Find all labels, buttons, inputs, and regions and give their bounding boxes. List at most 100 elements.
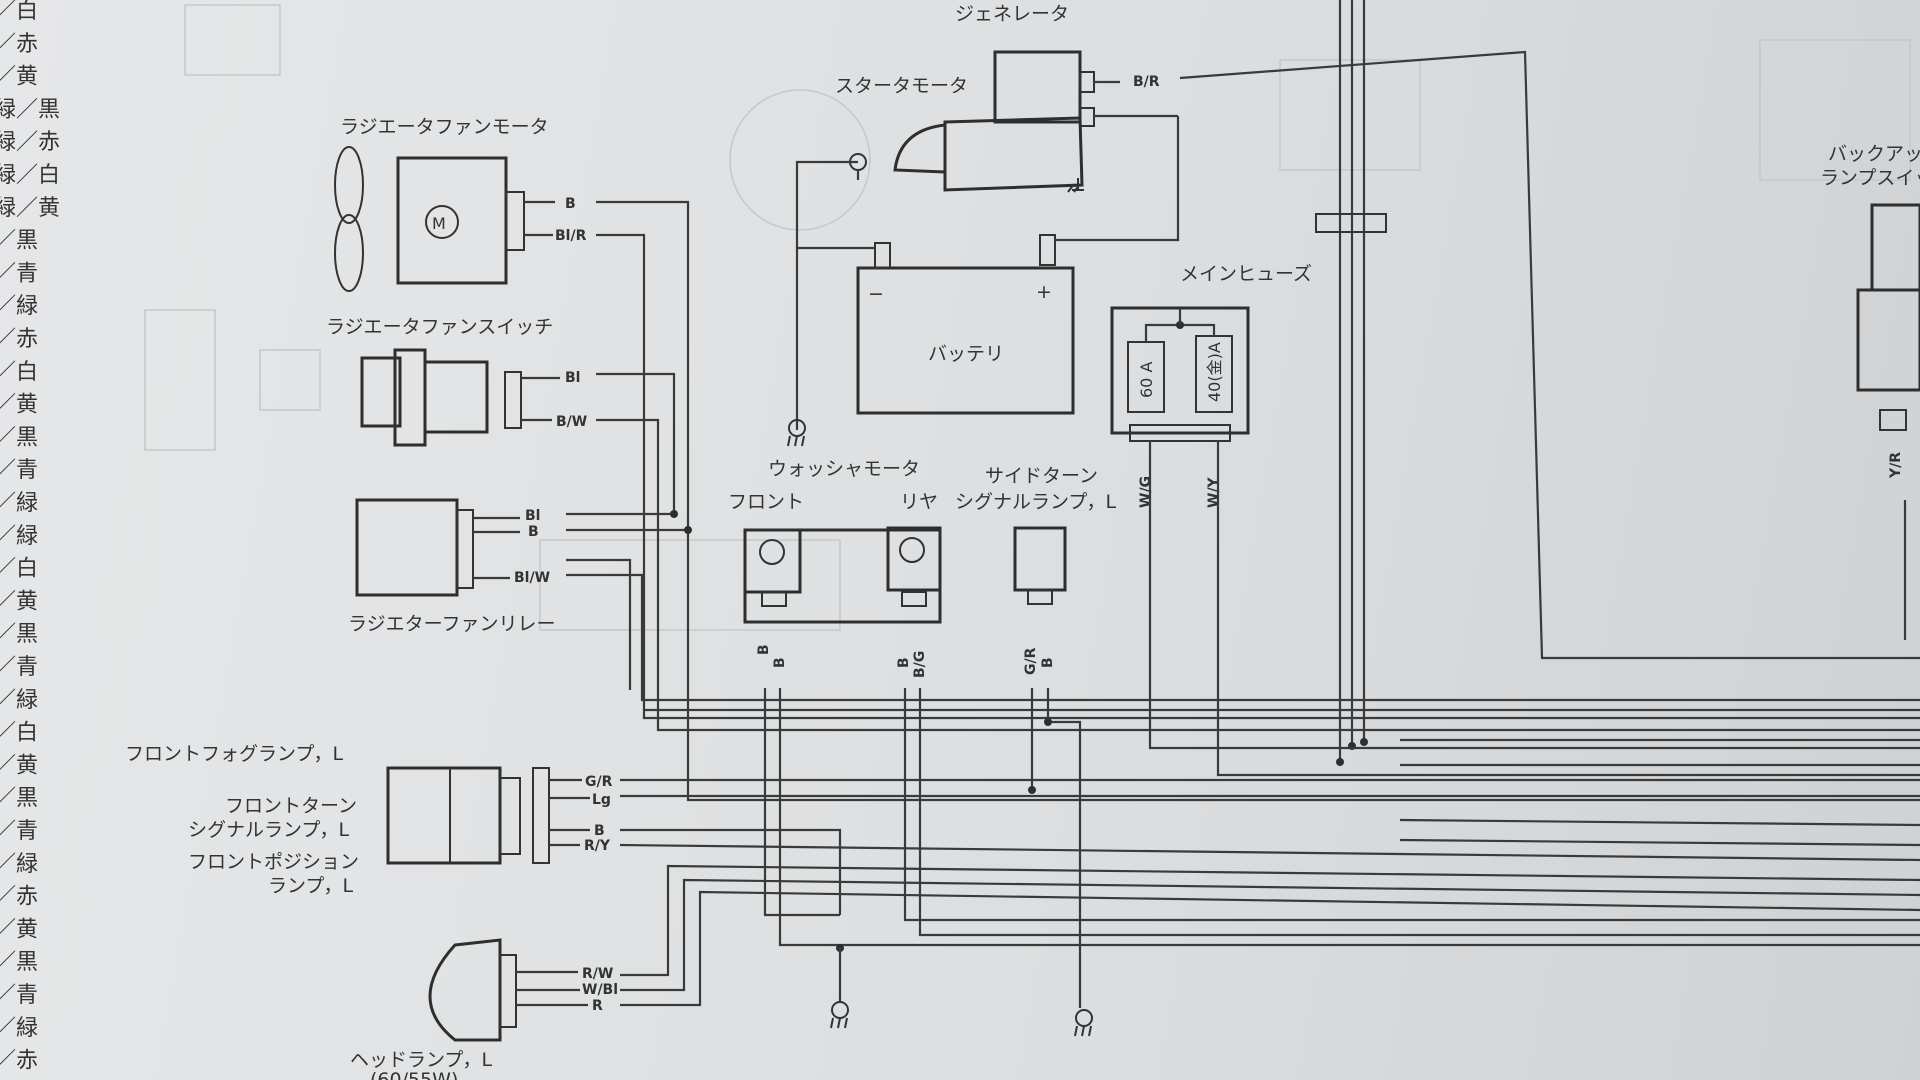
radiator-fan-motor-label: ラジエータファンモータ (340, 116, 549, 138)
radiator-fan-switch-label: ラジエータファンスイッチ (326, 316, 553, 338)
radiator-fan-relay: ラジエターファンリレー Bl B Bl/W (348, 498, 1920, 702)
fan-motor-blr-label: Bl/R (555, 228, 587, 244)
main-harness (1179, 0, 1920, 766)
legend-entry: ／青 (0, 261, 38, 286)
legend-entry: ／黒 (0, 786, 38, 811)
washer-motors: ウォッシャモータ フロント リヤ B B B B/G (728, 458, 1920, 1029)
legend-entry: ／緑 (0, 852, 38, 877)
legend-entry: 緑／黒 (0, 97, 60, 122)
fog-gr-label: G/R (585, 774, 613, 790)
main-fuse: 60 A 40(金)A メインヒューズ W/G W/Y (1110, 263, 1312, 508)
legend-entry: ／緑 (0, 1016, 38, 1041)
radiator-fan-motor: M ラジエータファンモータ B Bl/R (334, 116, 1920, 802)
fan-motor-b-label: B (565, 196, 576, 212)
fog-b-label: B (594, 823, 605, 839)
legend-entry: ／黄 (0, 753, 38, 778)
backup-switch-label-1: バックアッ (1828, 143, 1920, 165)
front-combination-lamp: フロントフォグランプ，L フロントターン シグナルランプ，L フロントポジション… (125, 743, 1920, 915)
generator: ジェネレータ B/R (955, 3, 1178, 127)
relay-b-label: B (528, 524, 539, 540)
relay-blw-label: Bl/W (514, 570, 550, 586)
legend-entry: 緑／赤 (0, 130, 60, 155)
legend-entry: ／黄 (0, 917, 38, 942)
front-turn-label-1: フロントターン (225, 795, 357, 817)
legend-entry: ／緑 (0, 524, 38, 549)
headlamp-label: ヘッドランプ，L (350, 1049, 492, 1071)
radiator-fan-switch: ラジエータファンスイッチ Bl B/W (326, 316, 1920, 732)
side-turn-wire-gr: G/R (1023, 647, 1039, 675)
legend-entry: ／青 (0, 458, 38, 483)
headlamp: ヘッドランプ，L (60/55W) R/W W/Bl R (350, 864, 1920, 1080)
backup-lamp-switch: バックアッ ランプスイッ Y/R (1820, 143, 1920, 640)
legend-entry: ／黒 (0, 229, 38, 254)
legend-entry: ／黒 (0, 622, 38, 647)
legend-entry: ／白 (0, 557, 38, 582)
generator-label: ジェネレータ (955, 3, 1069, 25)
fog-ry-label: R/Y (584, 838, 611, 854)
headlamp-sub-label: (60/55W) (370, 1069, 458, 1080)
legend-entry: ／黄 (0, 393, 38, 418)
legend-entry: ／白 (0, 721, 38, 746)
front-turn-label-2: シグナルランプ，L (188, 819, 349, 841)
radiator-fan-relay-label: ラジエターファンリレー (348, 613, 555, 635)
head-r-label: R (592, 998, 603, 1014)
washer-rear-wire-1: B (896, 657, 912, 668)
battery-label: バッテリ (928, 343, 1004, 365)
starter-motor-label: スタータモータ (835, 75, 968, 97)
starter-motor: スタータモータ (835, 75, 1084, 193)
front-fog-label: フロントフォグランプ，L (125, 743, 343, 765)
legend-entry: ／緑 (0, 688, 38, 713)
front-pos-label-1: フロントポジション (188, 851, 359, 873)
harness-lines-right (644, 708, 1920, 847)
washer-rear-wire-2: B/G (912, 651, 928, 678)
legend-entry: ／白 (0, 360, 38, 385)
fan-switch-bw-label: B/W (556, 414, 587, 430)
head-wbl-label: W/Bl (582, 982, 618, 998)
backup-switch-label-2: ランプスイッ (1820, 167, 1920, 189)
battery-plus-label: + (1036, 281, 1052, 303)
legend-entry: 緑／白 (0, 163, 60, 188)
legend-entry: ／赤 (0, 327, 38, 352)
legend-entry: ／赤 (0, 885, 38, 910)
fog-lg-label: Lg (592, 792, 611, 808)
legend-entry: ／赤 (0, 1049, 38, 1074)
legend-entry: 緑／黄 (0, 196, 60, 221)
legend-entry: ／緑 (0, 491, 38, 516)
gen-br-label: B/R (1133, 74, 1160, 90)
legend-entry: ／青 (0, 819, 38, 844)
washer-front-label: フロント (728, 491, 804, 513)
backup-yr-label: Y/R (1888, 452, 1904, 479)
main-fuse-label: メインヒューズ (1180, 263, 1312, 285)
color-legend: ／白／赤／黄緑／黒緑／赤緑／白緑／黄／黒／青／緑／赤／白／黄／黒／青／緑／緑／白… (0, 0, 60, 1074)
side-turn-label-2: シグナルランプ，L (955, 491, 1116, 513)
side-turn-label-1: サイドターン (985, 465, 1098, 487)
legend-entry: ／黒 (0, 950, 38, 975)
fuse-wy-label: W/Y (1206, 476, 1222, 508)
head-rw-label: R/W (582, 966, 613, 982)
legend-entry: ／赤 (0, 32, 38, 57)
washer-front-wire-1: B (756, 644, 772, 655)
washer-rear-label: リヤ (900, 491, 938, 513)
legend-entry: ／黄 (0, 589, 38, 614)
legend-entry: ／青 (0, 655, 38, 680)
side-turn-wire-b: B (1040, 657, 1056, 668)
front-pos-label-2: ランプ，L (268, 875, 353, 897)
fan-switch-bl-label: Bl (565, 370, 580, 386)
legend-entry: ／白 (0, 0, 38, 24)
battery: − + バッテリ (787, 116, 1180, 447)
fuse-wg-label: W/G (1138, 476, 1154, 508)
legend-entry: ／黒 (0, 425, 38, 450)
washer-motor-label: ウォッシャモータ (768, 458, 920, 480)
legend-entry: ／青 (0, 983, 38, 1008)
legend-entry: ／緑 (0, 294, 38, 319)
fuse-60-label: 60 A (1137, 362, 1156, 398)
side-turn-signal-lamp: サイドターン シグナルランプ，L G/R B (955, 465, 1116, 1037)
washer-front-wire-2: B (772, 657, 788, 668)
relay-bl-label: Bl (525, 508, 540, 524)
fan-motor-m-label: M (432, 214, 446, 233)
legend-entry: ／黄 (0, 65, 38, 90)
battery-minus-label: − (868, 283, 884, 305)
